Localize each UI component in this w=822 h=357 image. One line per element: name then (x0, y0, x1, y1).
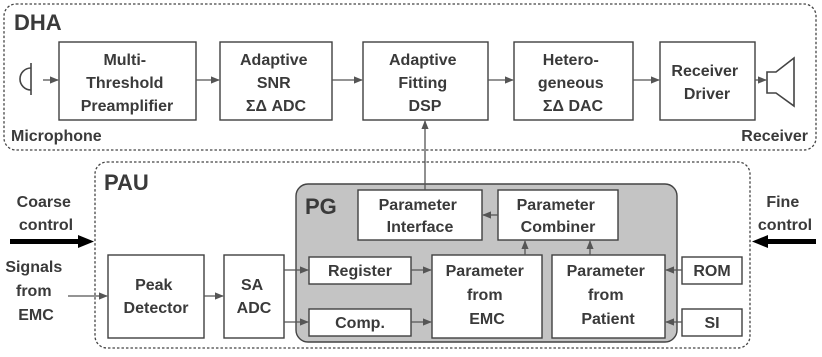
si-block (681, 308, 743, 337)
comp-block (308, 308, 412, 337)
fine-control-arrow (752, 235, 816, 248)
microphone-icon (19, 63, 32, 95)
pg-title: PG (305, 194, 337, 219)
sa-adc-block (223, 254, 285, 339)
dha-title: DHA (14, 10, 62, 35)
adaptive-fitting-dsp-label: Adaptive Fitting DSP (389, 52, 461, 115)
receiver-label: Receiver (741, 128, 808, 145)
pau-title: PAU (104, 170, 149, 195)
receiver-driver-label: Receiver Driver (671, 63, 742, 103)
rom-block (681, 256, 743, 285)
microphone-label: Microphone (11, 128, 102, 145)
signals-from-emc-label: Signals from EMC (5, 259, 66, 324)
speaker-icon (766, 56, 795, 108)
comp-label: Comp. (335, 315, 385, 332)
register-block (308, 256, 412, 285)
rom-label: ROM (693, 263, 730, 280)
parameter-from-emc-block (431, 254, 543, 339)
peak-detector-block (107, 254, 205, 339)
heterogeneous-dac-label: Hetero- geneous ΣΔ DAC (538, 52, 608, 115)
pau-boundary (94, 161, 751, 349)
adaptive-snr-adc-block (219, 41, 333, 121)
coarse-control-arrow (10, 235, 94, 248)
parameter-from-patient-block (551, 254, 666, 339)
parameter-interface-block (357, 189, 483, 241)
multi-threshold-preamplifier-label: Multi- Threshold Preamplifier (81, 52, 173, 115)
adaptive-snr-adc-label: Adaptive SNR ΣΔ ADC (240, 52, 312, 115)
multi-threshold-preamplifier-block (58, 41, 197, 121)
parameter-from-emc-label: Parameter from EMC (446, 263, 529, 328)
si-label: SI (704, 315, 719, 332)
register-label: Register (328, 263, 392, 280)
parameter-from-patient-label: Parameter from Patient (567, 263, 650, 328)
peak-detector-label: Peak Detector (124, 277, 189, 317)
receiver-driver-block (659, 41, 756, 121)
heterogeneous-dac-block (513, 41, 634, 121)
adaptive-fitting-dsp-block (362, 41, 489, 121)
sa-adc-label: SA ADC (237, 277, 272, 317)
coarse-control-label: Coarse control (17, 194, 76, 234)
dha-boundary (3, 3, 817, 151)
parameter-interface-label: Parameter Interface (379, 197, 462, 236)
fine-control-label: Fine control (758, 194, 812, 234)
parameter-combiner-label: Parameter Combiner (517, 197, 600, 236)
